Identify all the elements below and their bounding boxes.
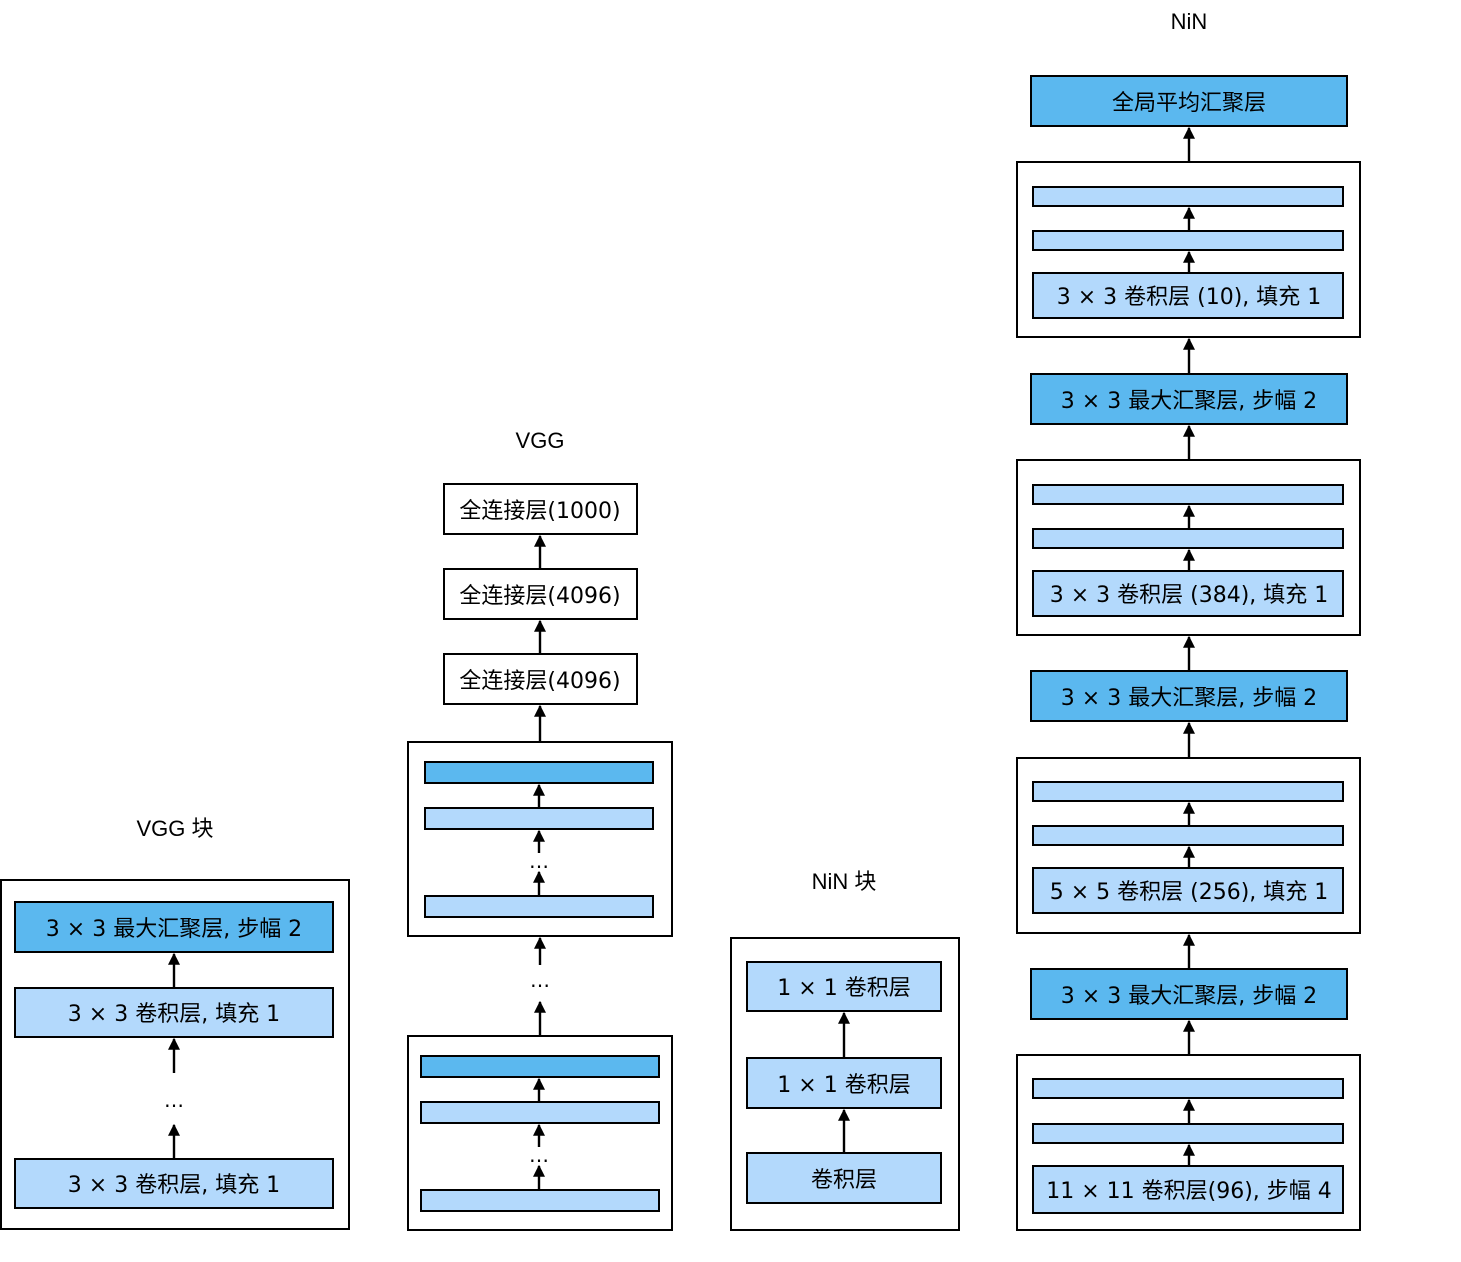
nin-block2-conv-label: 5 × 5 卷积层 (256), 填充 1 [1050, 880, 1329, 905]
vgg-block-conv-top-label: 3 × 3 卷积层, 填充 1 [68, 1002, 280, 1027]
nin-block1-conv-label: 11 × 11 卷积层(96), 步幅 4 [1046, 1179, 1332, 1204]
vgg-fc3-layer [443, 483, 638, 535]
vgg-block-pool-layer [14, 901, 334, 953]
nin-pool1-label: 3 × 3 最大汇聚层, 步幅 2 [1061, 984, 1317, 1009]
nin-block3-conv1x1-layer [1032, 528, 1344, 549]
vgg-fc1-layer [443, 653, 638, 705]
vgg-fc2-layer [443, 568, 638, 620]
nin-panel: NiN 全局平均汇聚层 3 × 3 卷积层 (10), 填充 1 3 × 3 最… [1016, 9, 1361, 1231]
vgg-block-conv-bottom-layer [14, 1158, 334, 1209]
vgg-upper-block-conv-layer [424, 807, 654, 830]
vgg-block-ellipsis: … [164, 1088, 184, 1112]
nin-block-panel: NiN 块 1 × 1 卷积层 1 × 1 卷积层 卷积层 [730, 869, 960, 1231]
nin-block4-conv-layer [1032, 272, 1344, 319]
nin-gap-layer [1030, 75, 1348, 127]
nin-block3-conv-layer [1032, 570, 1344, 617]
nin-block1-conv1x1-layer [1032, 1078, 1344, 1099]
vgg-panel: VGG 全连接层(1000) 全连接层(4096) 全连接层(4096) … …… [407, 428, 673, 1231]
nin-block2-conv1x1-layer [1032, 781, 1344, 802]
nin-block3-conv1x1-layer [1032, 484, 1344, 505]
nin-pool2-layer [1030, 670, 1348, 722]
nin-pool3-layer [1030, 373, 1348, 425]
vgg-lower-block-pool-layer [420, 1055, 660, 1078]
nin-block1-conv1x1-layer [1032, 1123, 1344, 1144]
nin-block4-conv-label: 3 × 3 卷积层 (10), 填充 1 [1057, 285, 1322, 310]
nin-block-conv1x1-mid-layer [746, 1057, 942, 1109]
vgg-lower-block-conv-layer [420, 1101, 660, 1124]
vgg-between-ellipsis: … [530, 968, 550, 992]
vgg-fc2-label: 全连接层(4096) [459, 584, 620, 609]
nin-block-conv1x1-top-layer [746, 961, 942, 1012]
nin-block-conv-label: 卷积层 [811, 1168, 877, 1193]
vgg-upper-block-conv-layer [424, 895, 654, 918]
nin-block-conv1x1-top-label: 1 × 1 卷积层 [777, 976, 910, 1001]
nin-block-conv-layer [746, 1152, 942, 1204]
vgg-fc1-label: 全连接层(4096) [459, 669, 620, 694]
nin-block1-conv-layer [1032, 1165, 1344, 1214]
nin-pool1-layer [1030, 968, 1348, 1020]
nin-block4-conv1x1-layer [1032, 186, 1344, 207]
nin-pool3-label: 3 × 3 最大汇聚层, 步幅 2 [1061, 389, 1317, 414]
nin-title: NiN [1171, 9, 1208, 34]
vgg-block-pool-label: 3 × 3 最大汇聚层, 步幅 2 [46, 917, 302, 942]
nin-block4-conv1x1-layer [1032, 230, 1344, 251]
vgg-title: VGG [516, 428, 565, 453]
vgg-lower-block-conv-layer [420, 1189, 660, 1212]
vgg-lower-block-ellipsis: … [529, 1143, 549, 1167]
vgg-fc3-label: 全连接层(1000) [459, 499, 620, 524]
vgg-upper-block-pool-layer [424, 761, 654, 784]
vgg-block-panel: VGG 块 3 × 3 最大汇聚层, 步幅 2 3 × 3 卷积层, 填充 1 … [0, 816, 350, 1230]
vgg-block-title: VGG 块 [136, 816, 213, 841]
nin-gap-label: 全局平均汇聚层 [1112, 91, 1266, 116]
vgg-upper-block-ellipsis: … [529, 849, 549, 873]
nin-block-conv1x1-mid-label: 1 × 1 卷积层 [777, 1073, 910, 1098]
nin-pool2-label: 3 × 3 最大汇聚层, 步幅 2 [1061, 686, 1317, 711]
vgg-block-conv-bottom-label: 3 × 3 卷积层, 填充 1 [68, 1173, 280, 1198]
nin-block3-conv-label: 3 × 3 卷积层 (384), 填充 1 [1050, 583, 1329, 608]
nin-block-title: NiN 块 [812, 869, 877, 894]
nin-block2-conv1x1-layer [1032, 825, 1344, 846]
